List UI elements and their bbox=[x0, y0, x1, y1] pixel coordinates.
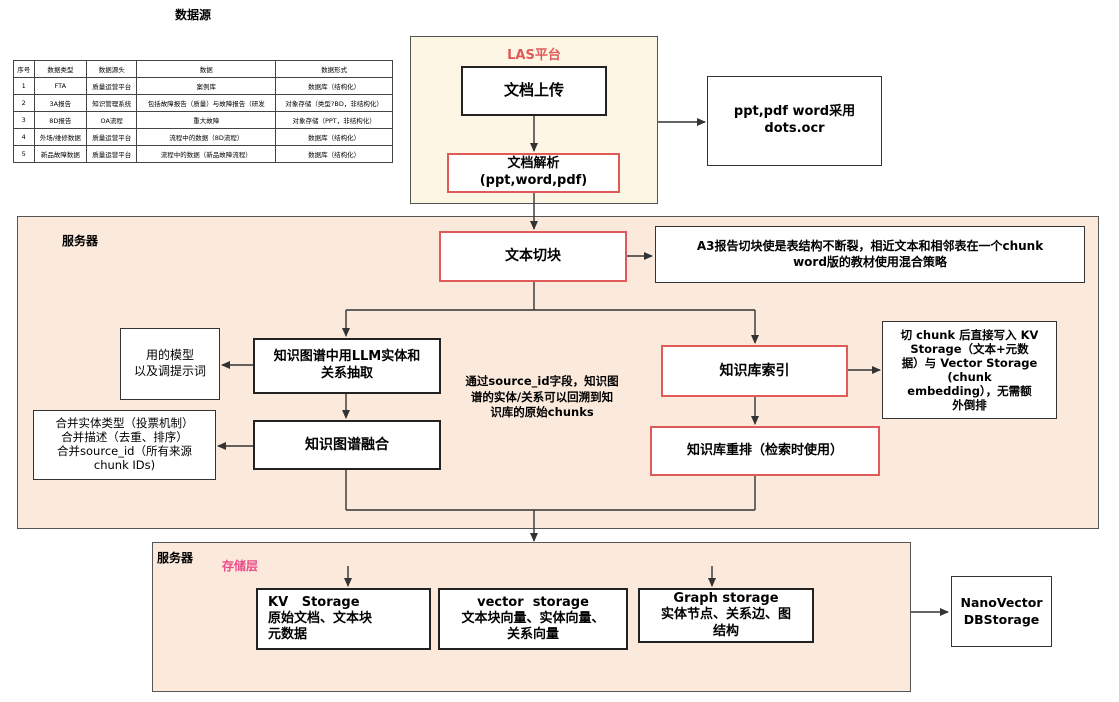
kv-note-line: 据）与 Vector Storage bbox=[901, 355, 1038, 370]
vector-storage-desc: 文本块向量、实体向量、 bbox=[461, 610, 605, 626]
kv-note-line: 切 chunk 后直接写入 KV bbox=[900, 327, 1039, 342]
vector-storage-title: vector storage bbox=[477, 594, 589, 610]
kg-extraction-label: 关系抽取 bbox=[320, 366, 373, 381]
kv-storage-desc: 元数据 bbox=[268, 627, 308, 643]
source-id-note-line: 谱的实体/关系可以回溯到知 bbox=[470, 389, 614, 404]
text-chunking-label: 文本切块 bbox=[505, 248, 561, 265]
nanovector-label: DBStorage bbox=[963, 611, 1040, 627]
table-row: 3 8D报告 OA流程 重大故障 对象存储（PPT，非结构化） bbox=[13, 111, 393, 129]
table-row: 5 新品故障数据 质量运营平台 流程中的数据（新品故障流程） 数据库（结构化） bbox=[13, 145, 393, 163]
kv-storage-desc: 原始文档、文本块 bbox=[268, 610, 373, 626]
table-row: 1 FTA 质量运营平台 案例库 数据库（结构化） bbox=[13, 77, 393, 95]
table-cell: 知识管理系统 bbox=[86, 94, 138, 112]
kv-storage-title: KV Storage bbox=[268, 594, 360, 610]
merge-note-line: chunk IDs) bbox=[93, 457, 156, 472]
data-source-table: 序号 数据类型 数据源头 数据 数据形式 1 FTA 质量运营平台 案例库 数据… bbox=[13, 60, 393, 163]
nanovector-storage-node: NanoVector DBStorage bbox=[951, 576, 1052, 647]
kb-index-label: 知识库索引 bbox=[719, 362, 790, 379]
text-chunking-node: 文本切块 bbox=[439, 231, 627, 282]
kv-note-line: embedding），无需额 bbox=[907, 384, 1032, 399]
kv-note-line: Storage（文本+元数 bbox=[910, 341, 1029, 356]
las-platform-title: LAS平台 bbox=[507, 48, 561, 63]
graph-storage-title: Graph storage bbox=[673, 591, 779, 607]
vector-storage-desc: 关系向量 bbox=[506, 627, 559, 643]
merge-note-line: 合并实体类型（投票机制） bbox=[55, 416, 194, 431]
kg-fusion-label: 知识图谱融合 bbox=[305, 436, 389, 453]
document-parse-node: 文档解析 (ppt,word,pdf) bbox=[447, 153, 620, 193]
nanovector-label: NanoVector bbox=[960, 595, 1043, 611]
kv-note-line: (chunk bbox=[947, 370, 992, 384]
data-source-title: 数据源 bbox=[175, 8, 212, 22]
kv-storage-node: KV Storage 原始文档、文本块 元数据 bbox=[256, 588, 431, 650]
document-parse-formats: (ppt,word,pdf) bbox=[479, 173, 588, 188]
kv-note-line: 外倒排 bbox=[952, 398, 987, 413]
ocr-note-line: ppt,pdf word采用 bbox=[733, 104, 856, 120]
storage-server-title: 服务器 bbox=[157, 551, 194, 565]
table-cell: 数据库（结构化） bbox=[275, 145, 393, 163]
kg-extraction-label: 知识图谱中用LLM实体和 bbox=[273, 349, 421, 365]
table-row: 2 3A报告 知识管理系统 包括故障报告（质量）与故障报告（研发 对象存储（类型… bbox=[13, 94, 393, 112]
vector-storage-node: vector storage 文本块向量、实体向量、 关系向量 bbox=[438, 588, 628, 650]
chunking-note-line: A3报告切块使是表结构不断裂，相近文本和相邻表在一个chunk bbox=[696, 238, 1044, 253]
table-cell: 质量运营平台 bbox=[86, 145, 138, 163]
table-cell: 流程中的数据（新品故障流程） bbox=[136, 145, 277, 163]
model-note-line: 用的模型 bbox=[145, 348, 194, 363]
merge-note-line: 合并描述（去重、排序） bbox=[61, 430, 188, 445]
kb-rerank-node: 知识库重排（检索时使用） bbox=[650, 426, 880, 476]
kb-rerank-label: 知识库重排（检索时使用） bbox=[686, 442, 843, 458]
model-note-line: 以及调提示词 bbox=[133, 364, 206, 378]
server-region-title: 服务器 bbox=[62, 234, 99, 248]
graph-storage-node: Graph storage 实体节点、关系边、图 结构 bbox=[638, 588, 814, 643]
model-prompt-note: 用的模型 以及调提示词 bbox=[120, 328, 220, 400]
document-parse-label: 文档解析 bbox=[507, 156, 560, 172]
graph-storage-desc: 实体节点、关系边、图 bbox=[660, 607, 791, 623]
document-upload-node: 文档上传 bbox=[461, 66, 607, 116]
table-cell: 5 bbox=[13, 145, 35, 163]
chunking-note-line: word版的教材使用混合策略 bbox=[793, 254, 947, 269]
source-id-note-line: 识库的原始chunks bbox=[490, 405, 594, 420]
storage-layer-title: 存储层 bbox=[222, 559, 259, 573]
kg-extraction-node: 知识图谱中用LLM实体和 关系抽取 bbox=[253, 338, 441, 394]
ocr-note: ppt,pdf word采用 dots.ocr bbox=[707, 76, 882, 166]
merge-note-line: 合并source_id（所有来源 bbox=[57, 444, 192, 458]
document-upload-label: 文档上传 bbox=[503, 81, 564, 100]
table-row: 4 外场/维修数据 质量运营平台 流程中的数据（8D流程） 数据库（结构化） bbox=[13, 128, 393, 146]
source-id-note: 通过source_id字段，知识图 谱的实体/关系可以回溯到知 识库的原始chu… bbox=[456, 374, 628, 421]
kg-fusion-node: 知识图谱融合 bbox=[253, 420, 441, 470]
graph-storage-desc: 结构 bbox=[712, 623, 739, 639]
ocr-note-line: dots.ocr bbox=[764, 121, 825, 136]
kb-index-node: 知识库索引 bbox=[661, 345, 848, 397]
kv-vector-write-note: 切 chunk 后直接写入 KV Storage（文本+元数 据）与 Vecto… bbox=[882, 321, 1057, 419]
merge-rules-note: 合并实体类型（投票机制） 合并描述（去重、排序） 合并source_id（所有来… bbox=[33, 410, 216, 480]
source-id-note-line: 通过source_id字段，知识图 bbox=[465, 374, 619, 388]
chunking-strategy-note: A3报告切块使是表结构不断裂，相近文本和相邻表在一个chunk word版的教材… bbox=[655, 226, 1085, 283]
